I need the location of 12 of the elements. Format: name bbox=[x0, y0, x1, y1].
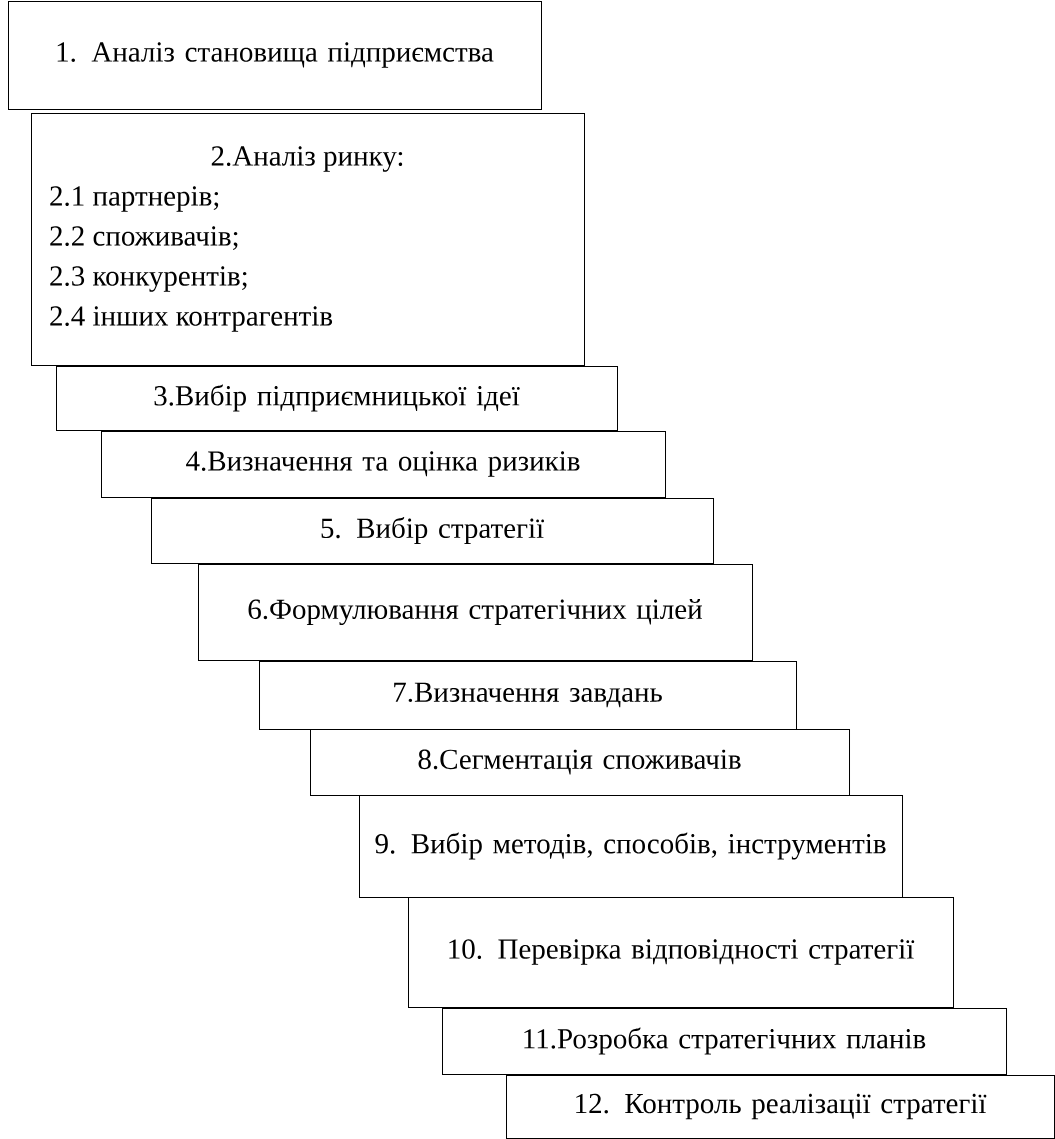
process-box: 7.Визначення завдань bbox=[259, 661, 797, 730]
process-box: 12. Контроль реалізації стратегії bbox=[506, 1075, 1055, 1139]
process-box: 8.Сегментація споживачів bbox=[310, 729, 850, 796]
process-box: 6.Формулювання стратегічних цілей bbox=[198, 564, 753, 661]
process-box: 4.Визначення та оцінка ризиків bbox=[101, 431, 666, 498]
process-box: 9. Вибір методів, способів, інструментів bbox=[359, 795, 903, 898]
process-box: 10. Перевірка відповідності стратегії bbox=[408, 897, 954, 1008]
process-box: 5. Вибір стратегії bbox=[151, 498, 714, 564]
process-box: 3.Вибір підприємницької ідеї bbox=[56, 366, 618, 431]
process-box: 11.Розробка стратегічних планів bbox=[442, 1008, 1007, 1075]
process-box: 2.Аналіз ринку: 2.1 партнерів; 2.2 споживачів; 2.3 конкурентів; 2.4 інших контрагентів bbox=[31, 113, 585, 366]
process-box: 1. Аналіз становища підприємства bbox=[8, 1, 542, 110]
